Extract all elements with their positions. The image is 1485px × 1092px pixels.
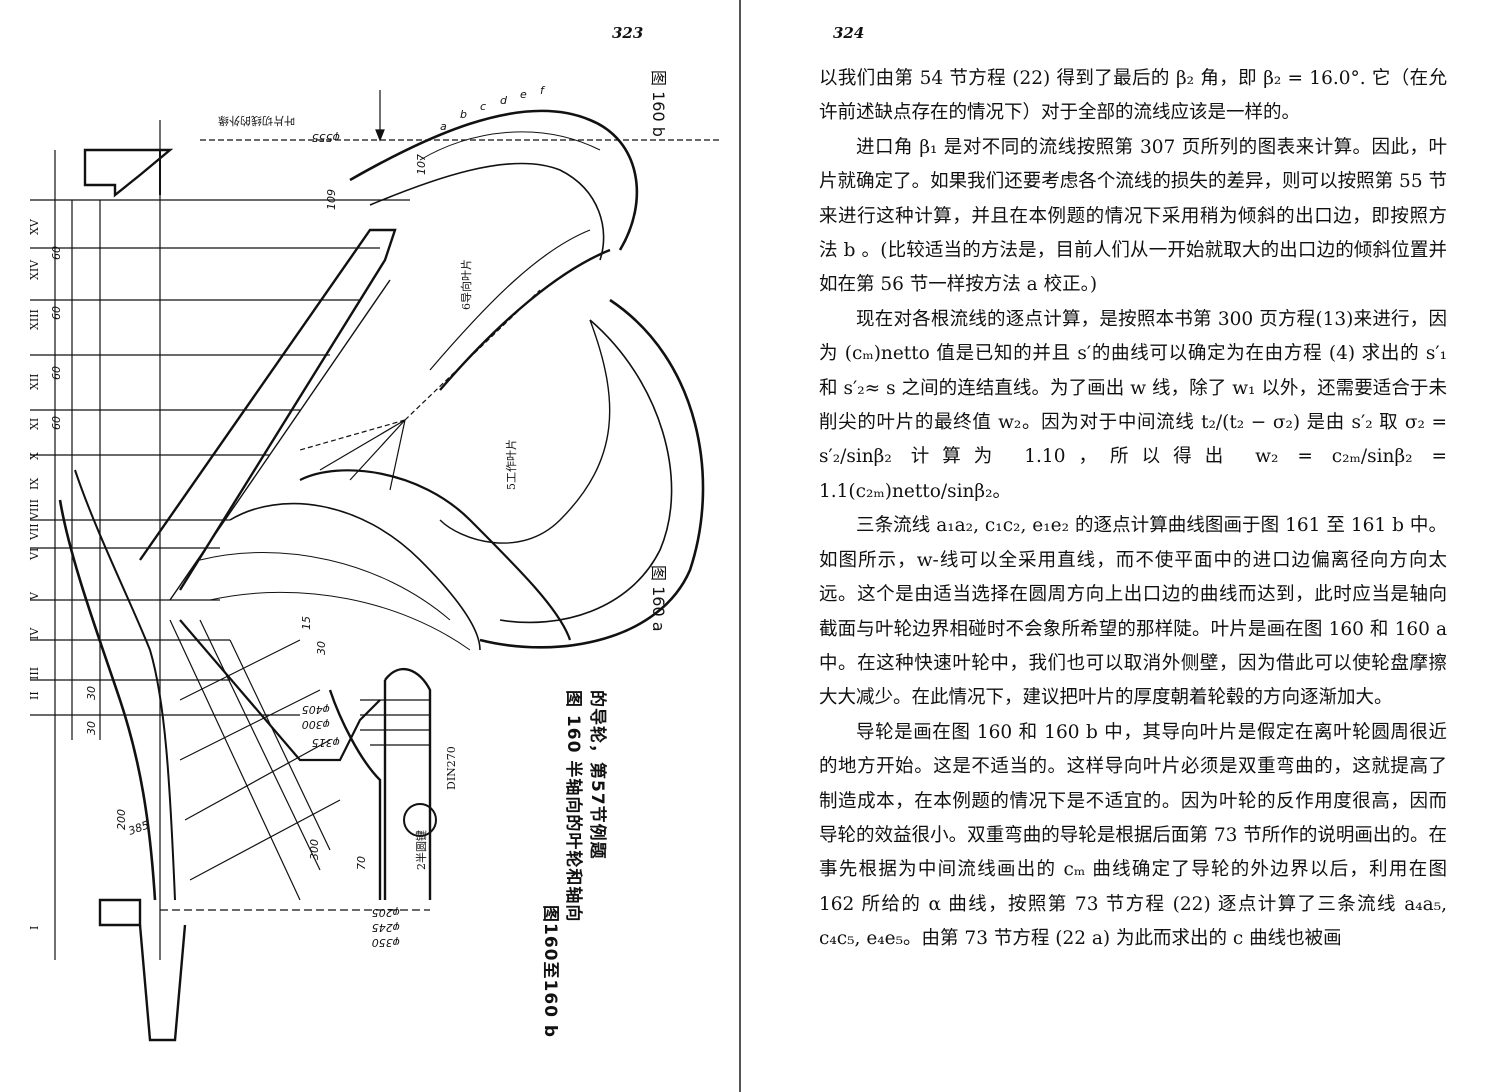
dim-70: 70 [355,856,368,870]
dim-350: φ350 [372,936,400,949]
caption-line-2: 的导轮，第57节例题 [587,690,607,860]
roman-station-label: XIII [28,309,41,330]
technical-drawing: φ555 60 60 60 60 30 30 30 200 385 φ405 φ… [28,84,720,1042]
roman-station-label: III [28,667,41,680]
page-number-right: 324 [833,24,865,42]
roman-station-label: XI [28,418,41,430]
roman-station-label: I [28,926,41,930]
roman-station-label: XII [28,373,41,390]
caption-prefix: 图160至160 b [540,905,560,1039]
paragraph: 现在对各根流线的逐点计算，是按照本书第 300 页方程(13)来进行，因为 (c… [819,308,1447,502]
dim-60-c: 60 [50,366,63,380]
dim-60-d: 60 [50,416,63,430]
dim-200: 200 [115,809,128,830]
dim-555: φ555 [312,131,340,144]
dim-315: φ315 [312,736,340,749]
paragraph: 三条流线 a₁a₂, c₁c₂, e₁e₂ 的逐点计算曲线图画于图 161 至 … [819,515,1447,709]
paragraph: 以我们由第 54 节方程 (22) 得到了最后的 β₂ 角，即 β₂ = 16.… [819,68,1447,124]
figure-label-160a: 图 160 a [649,565,668,632]
dim-107: 107 [415,154,428,175]
guide-vane-label: 6导向叶片 [459,259,473,310]
right-page: 324 以我们由第 54 节方程 (22) 得到了最后的 β₂ 角，即 β₂ =… [741,0,1485,1092]
dim-109: 109 [325,189,338,210]
dim-30-b: 30 [85,721,98,735]
paragraph: 进口角 β₁ 是对不同的流线按照第 307 页所列的图表来计算。因此，叶片就确定… [819,136,1447,296]
dim-300: 300 [308,839,321,860]
roman-station-label: IX [28,478,41,490]
streamline-label: d [500,94,508,107]
roman-station-label: XV [28,218,41,235]
dim-60-a: 60 [50,246,63,260]
top-vertical-note: 叶片切线的外缘 [218,114,295,128]
dim-205: φ205 [372,906,400,919]
streamline-label: e [520,88,527,101]
streamline-label: a [440,120,447,133]
dim-300b: φ300 [302,718,330,731]
roman-station-label: XIV [28,259,41,280]
dim-60-b: 60 [50,306,63,320]
dim-385: 385 [127,818,151,837]
page-gutter [739,0,741,1092]
caption-line-1: 图 160 半轴向的叶轮和轴向 [563,690,583,923]
roman-station-label: II [28,691,41,700]
paragraph: 导轮是画在图 160 和 160 b 中，其导向叶片是假定在离叶轮圆周很近的地方… [819,721,1447,950]
din-270-label: DIN270 [445,746,458,790]
dim-405: φ405 [302,703,330,716]
dim-15: 15 [300,616,313,630]
dim-30-c: 30 [315,641,328,655]
half-round-key-label: 2半圆键 [414,830,428,870]
roman-station-label: VII [28,523,41,541]
roman-station-label: VI [28,548,41,561]
left-page: 323 [0,0,740,1092]
roman-station-label: VIII [28,499,41,521]
dim-245: φ245 [372,921,400,934]
roman-station-label: V [28,591,41,601]
dim-30-a: 30 [85,686,98,700]
page-number-left: 323 [612,24,644,42]
body-text: 以我们由第 54 节方程 (22) 得到了最后的 β₂ 角，即 β₂ = 16.… [819,62,1447,957]
streamline-label: f [540,84,546,97]
roman-station-label: X [28,452,41,460]
roman-station-label: IV [28,627,41,640]
figure-label-160b: 图 160 b [649,70,668,137]
streamline-label: c [480,100,486,113]
streamline-label: b [460,108,467,121]
work-vane-label: 5工作叶片 [505,439,518,490]
